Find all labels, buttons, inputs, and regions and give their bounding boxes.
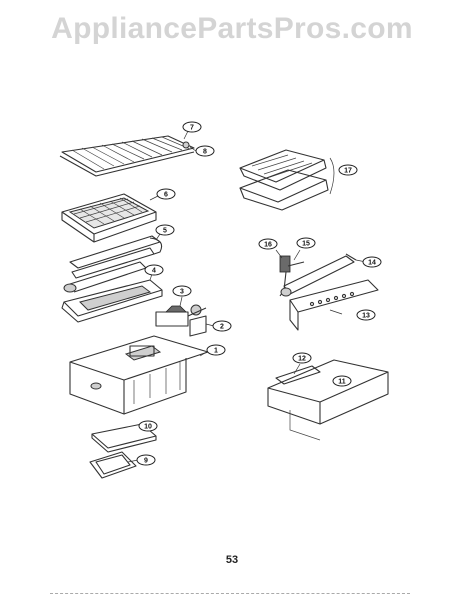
callout-7-label: 7 (190, 125, 194, 132)
callout-9-label: 9 (144, 458, 148, 465)
callout-8: 8 (195, 145, 215, 157)
callout-3-label: 3 (180, 289, 184, 296)
callout-16: 16 (258, 238, 278, 250)
side-tray-part[interactable] (267, 359, 389, 441)
callout-1-label: 1 (214, 348, 218, 355)
callout-15-label: 15 (302, 241, 310, 248)
callout-4-label: 4 (152, 268, 156, 275)
callout-9: 9 (136, 454, 156, 466)
gasket-part[interactable] (89, 451, 137, 479)
grill-body-part[interactable] (69, 335, 209, 415)
griddle-pan-part[interactable] (239, 149, 335, 211)
callout-12-label: 12 (298, 356, 306, 363)
grill-tray-part[interactable] (61, 193, 157, 243)
side-burner-tube-part[interactable] (280, 253, 357, 297)
callout-5: 5 (155, 224, 175, 236)
callout-2: 2 (212, 320, 232, 332)
callout-6: 6 (156, 188, 176, 200)
callout-15: 15 (296, 237, 316, 249)
callout-16-label: 16 (264, 242, 272, 249)
callout-5-label: 5 (163, 228, 167, 235)
bracket-part[interactable] (189, 315, 207, 337)
callout-2-label: 2 (220, 324, 224, 331)
callout-4: 4 (144, 264, 164, 276)
callout-10: 10 (138, 420, 158, 432)
callout-8-label: 8 (203, 149, 207, 156)
burner-shield-part[interactable] (289, 279, 379, 331)
callout-11: 11 (332, 375, 352, 387)
burner-part[interactable] (63, 235, 163, 293)
watermark: AppliancePartsPros.com (51, 12, 413, 45)
callout-10-label: 10 (144, 424, 152, 431)
valve-part[interactable] (155, 304, 207, 327)
callout-11-label: 11 (338, 379, 346, 386)
heat-shield-part[interactable] (61, 279, 163, 323)
callout-13: 13 (356, 309, 376, 321)
callout-6-label: 6 (164, 192, 168, 199)
callout-17-label: 17 (344, 168, 352, 175)
callout-3: 3 (172, 285, 192, 297)
grill-grate-part[interactable] (59, 135, 195, 177)
callout-12: 12 (292, 352, 312, 364)
callout-1: 1 (206, 344, 226, 356)
callout-17: 17 (338, 164, 358, 176)
callout-7: 7 (182, 121, 202, 133)
callout-13-label: 13 (362, 313, 370, 320)
bottom-rule (50, 593, 410, 594)
callout-14-label: 14 (368, 260, 376, 267)
page-number: 53 (225, 554, 239, 566)
callout-14: 14 (362, 256, 382, 268)
drip-pan-part[interactable] (91, 423, 157, 453)
